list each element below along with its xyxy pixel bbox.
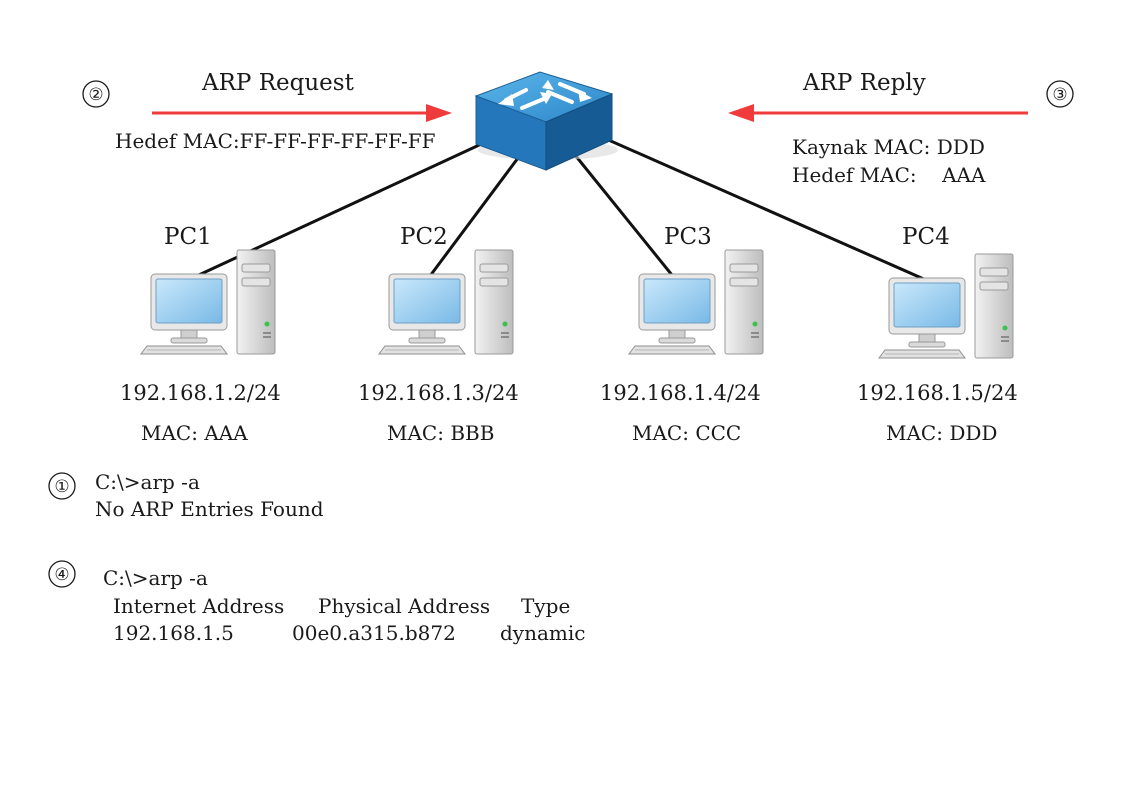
pc-mac: MAC: DDD	[886, 421, 997, 445]
network-switch-icon	[474, 71, 618, 171]
pc4: PC4 192.168.1.5/24 MAC: DDD	[857, 224, 1018, 445]
pc-mac: MAC: BBB	[387, 421, 494, 445]
pc-ip: 192.168.1.4/24	[600, 381, 761, 405]
pc-ip: 192.168.1.2/24	[120, 381, 281, 405]
cmd1-command: C:\>arp -a	[95, 470, 200, 494]
pc-mac: MAC: CCC	[632, 421, 741, 445]
reply-arrow	[728, 104, 1028, 122]
link-pc1	[187, 138, 491, 282]
arp-row-physical-address: 00e0.a315.b872	[292, 621, 456, 645]
request-title: ARP Request	[201, 70, 355, 96]
pc-mac: MAC: AAA	[141, 421, 248, 445]
reply-detail-source: Kaynak MAC: DDD	[792, 135, 985, 159]
link-pc4	[603, 136, 927, 282]
pc-ip: 192.168.1.3/24	[358, 381, 519, 405]
reply-detail-destination: Hedef MAC: AAA	[792, 163, 986, 187]
arp-row-type: dynamic	[500, 621, 585, 645]
pc-name: PC3	[664, 224, 712, 250]
pc-name: PC1	[164, 224, 212, 250]
pc2: PC2 192.168.1.3/24 MAC: BBB	[358, 224, 519, 445]
link-pc3	[573, 154, 678, 281]
step-marker-4: ④	[48, 560, 76, 588]
cmd1-output: No ARP Entries Found	[95, 497, 324, 521]
arp-header-physical-address: Physical Address	[318, 594, 490, 618]
request-arrow	[152, 104, 452, 122]
link-pc2	[425, 157, 520, 281]
arp-row-internet-address: 192.168.1.5	[113, 621, 234, 645]
svg-text:③: ③	[1052, 85, 1067, 105]
pc1: PC1 192.168.1.2/24 MAC: AAA	[120, 224, 281, 445]
step-marker-2: ②	[82, 80, 110, 108]
svg-text:①: ①	[54, 477, 69, 497]
reply-title: ARP Reply	[802, 70, 926, 96]
pc-name: PC4	[902, 224, 950, 250]
step-marker-1: ①	[48, 472, 76, 500]
svg-text:②: ②	[88, 85, 103, 105]
request-detail: Hedef MAC:FF-FF-FF-FF-FF-FF	[115, 129, 436, 153]
step-marker-3: ③	[1046, 80, 1074, 108]
arp-header-internet-address: Internet Address	[113, 594, 284, 618]
pc-ip: 192.168.1.5/24	[857, 381, 1018, 405]
pc3: PC3 192.168.1.4/24 MAC: CCC	[600, 224, 764, 445]
pc-name: PC2	[400, 224, 448, 250]
arp-header-type: Type	[521, 594, 570, 618]
svg-text:④: ④	[54, 565, 69, 585]
cmd4-command: C:\>arp -a	[103, 566, 208, 590]
